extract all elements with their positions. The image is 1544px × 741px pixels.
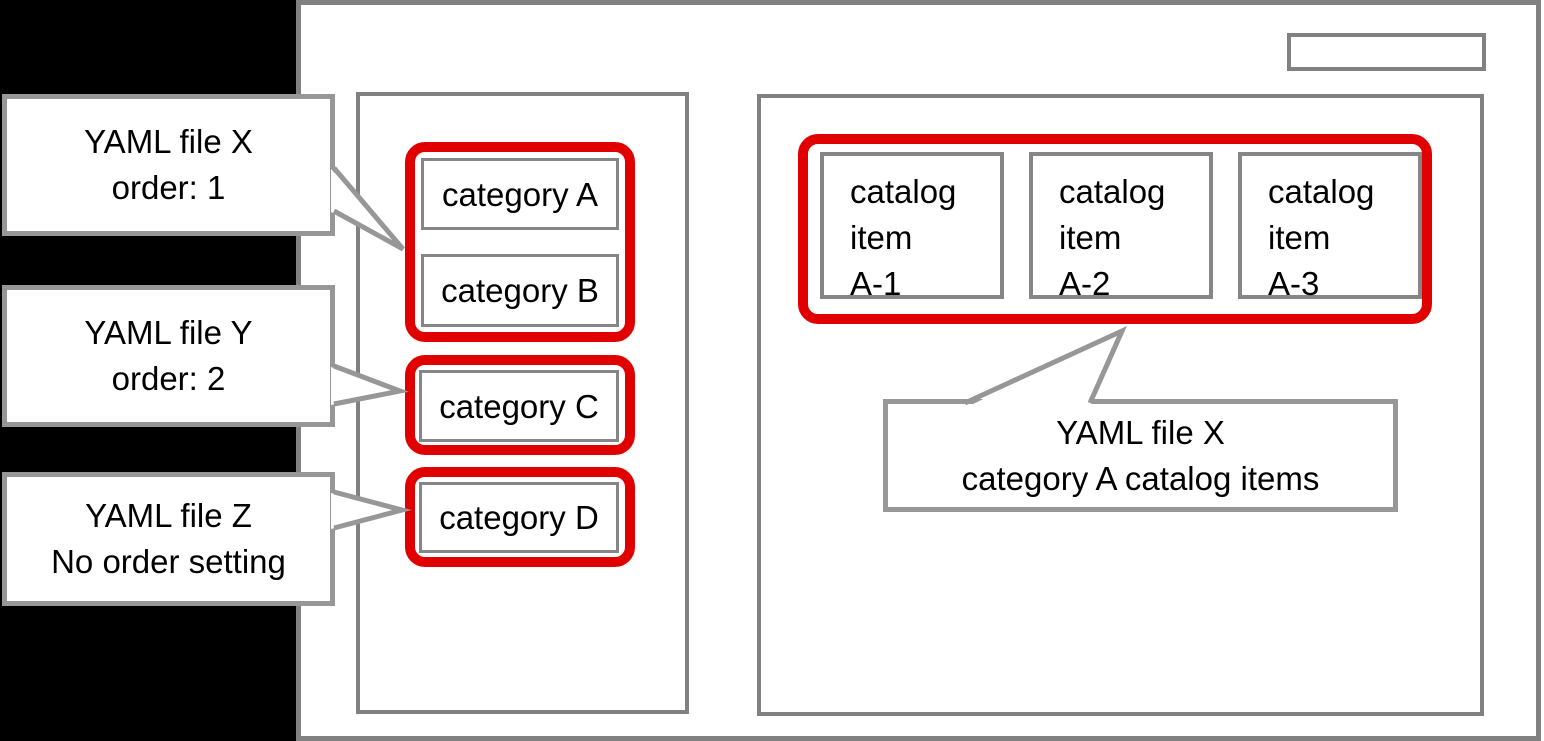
callout-catalog-items: YAML file X category A catalog items bbox=[883, 399, 1398, 512]
category-label: category B bbox=[441, 272, 599, 309]
callout-line: order: 2 bbox=[111, 360, 226, 397]
catalog-item-line: A-2 bbox=[1059, 265, 1111, 302]
catalog-item-line: item bbox=[1268, 219, 1331, 256]
category-box-a: category A bbox=[421, 158, 619, 230]
catalog-item-line: catalog bbox=[1268, 173, 1375, 210]
window-button-placeholder bbox=[1287, 33, 1486, 71]
category-box-d: category D bbox=[419, 482, 619, 553]
catalog-item-line: item bbox=[1059, 219, 1122, 256]
catalog-item-line: catalog bbox=[850, 173, 957, 210]
callout-line: No order setting bbox=[51, 543, 286, 580]
callout-line: YAML file X bbox=[1056, 413, 1225, 451]
catalog-item-line: catalog bbox=[1059, 173, 1166, 210]
catalog-item-line: A-1 bbox=[850, 265, 902, 302]
callout-line: YAML file Y bbox=[84, 314, 253, 351]
catalog-item-line: item bbox=[850, 219, 913, 256]
callout-line: YAML file Z bbox=[85, 497, 252, 534]
catalog-item-box-a2: catalog item A-2 bbox=[1029, 152, 1213, 302]
category-label: category A bbox=[442, 175, 598, 213]
catalog-item-line: A-3 bbox=[1268, 265, 1320, 302]
category-label: category C bbox=[439, 387, 599, 425]
callout-yaml-file-z: YAML file Z No order setting bbox=[2, 472, 335, 606]
catalog-item-box-a3: catalog item A-3 bbox=[1238, 152, 1422, 302]
category-box-c: category C bbox=[419, 370, 619, 442]
callout-line: category A catalog items bbox=[961, 459, 1320, 497]
category-label: category D bbox=[439, 499, 599, 536]
catalog-item-box-a1: catalog item A-1 bbox=[820, 152, 1004, 302]
callout-yaml-file-y: YAML file Y order: 2 bbox=[2, 285, 335, 427]
callout-line: order: 1 bbox=[111, 169, 226, 206]
callout-line: YAML file X bbox=[84, 123, 253, 160]
category-box-b: category B bbox=[421, 254, 619, 327]
callout-yaml-file-x: YAML file X order: 1 bbox=[2, 94, 335, 236]
